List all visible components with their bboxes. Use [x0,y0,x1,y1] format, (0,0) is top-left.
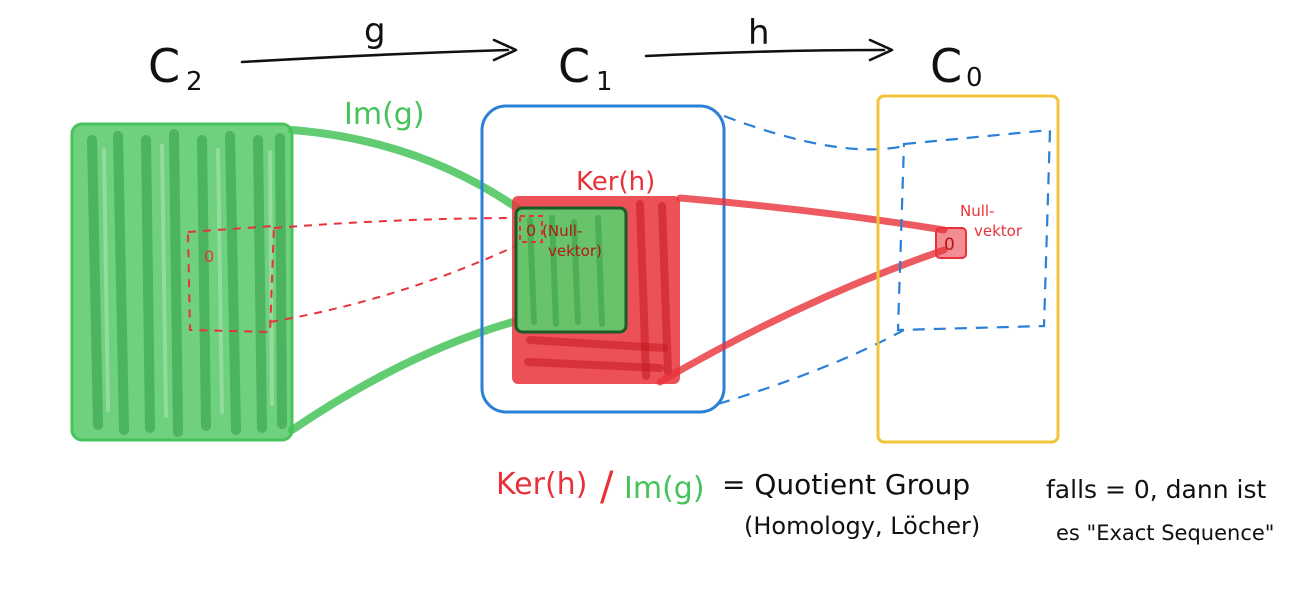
c1-zero-vector-marker [519,215,543,243]
map-label-h: h [748,13,770,53]
c2-kernel-preimage-dashed [186,224,276,334]
space-label-c2: C 2 [148,39,203,97]
note-falls-line1: falls = 0, dann ist [1046,475,1266,504]
image-g-band [288,126,524,434]
c1-nullvektor-line2: vektor) [548,242,602,260]
c2-space-region [70,122,294,442]
c0-space-region [876,94,1060,444]
image-h-region [896,128,1052,332]
c1-zero-label: 0 [526,221,536,240]
kernel-h-label: Ker(h) [576,167,655,197]
map-label-g: g [364,11,386,51]
formula-quotient-group: = Quotient Group [722,468,970,501]
exact-sequence-note: falls = 0, dann ist es "Exact Sequence" [1046,475,1274,545]
c1-nullvektor-line1: (Null- [542,222,582,240]
map-arrow-g [240,38,518,64]
kernel-h-to-zero-band [656,194,948,386]
c2-base: C [148,39,180,93]
c0-zero-label: 0 [944,235,955,255]
c0-subscript: 0 [966,63,983,93]
c2-zero-label: 0 [204,247,214,266]
space-label-c1: C 1 [558,39,613,97]
c0-nullvektor-line2: vektor [974,222,1023,240]
quotient-formula: Ker(h) / Im(g) = Quotient Group (Homolog… [496,464,980,540]
space-label-c0: C 0 [930,39,983,93]
c2-to-c1-zero-dashed-lines [269,217,521,323]
map-arrow-h [644,38,894,62]
c1-base: C [558,39,590,93]
c2-subscript: 2 [186,67,203,97]
c0-nullvektor-line1: Null- [960,202,994,220]
c0-zero-vector-marker [935,227,967,259]
image-h-dashed-lines [717,114,905,406]
formula-slash: / [600,464,614,510]
c0-base: C [930,39,962,93]
formula-im-g: Im(g) [624,471,705,506]
image-g-label: Im(g) [344,97,425,132]
c1-space-region [480,104,726,414]
formula-homology: (Homology, Löcher) [744,512,980,540]
c1-subscript: 1 [596,67,613,97]
formula-ker-h: Ker(h) [496,467,587,502]
note-falls-line2: es "Exact Sequence" [1056,521,1274,545]
image-g-in-c1 [514,206,628,334]
